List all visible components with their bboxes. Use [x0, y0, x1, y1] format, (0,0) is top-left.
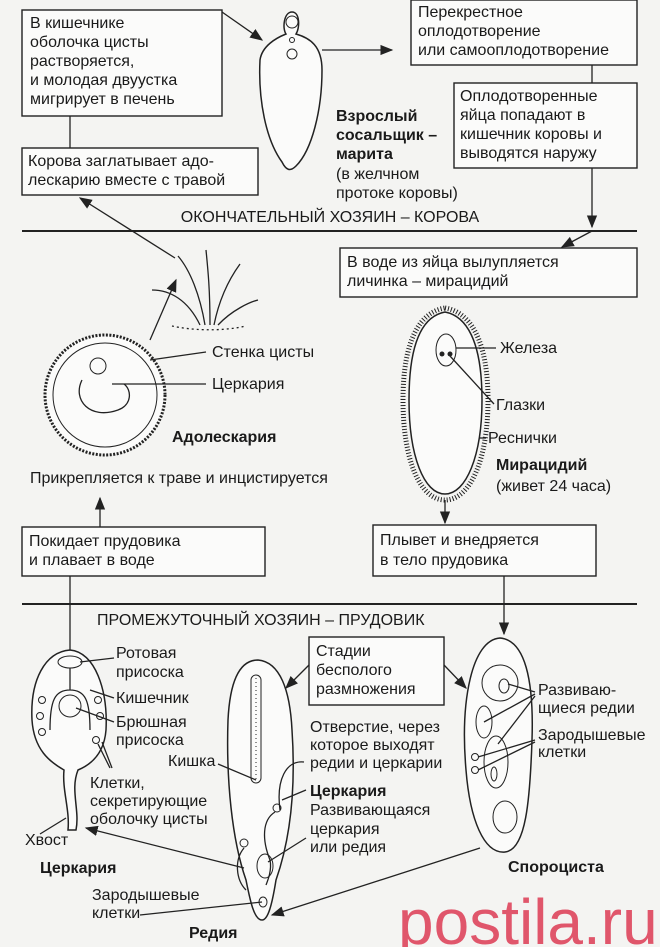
text-line: В воде из яйца вылупляется [347, 254, 559, 271]
label-developing-rediae: щиеся редии [538, 700, 635, 717]
text-line: мигрирует в печень [30, 91, 175, 108]
text-line: бесполого [316, 662, 392, 679]
text-line: лескарию вместе с травой [28, 172, 225, 189]
label-sporocyst-germ-cells: клетки [538, 744, 586, 761]
marita-label: Взрослый сосальщик – марита (в желчном п… [336, 108, 458, 202]
cercaria-leaders [39, 657, 115, 835]
text-line: оплодотворение [418, 23, 541, 40]
redia-leaders [139, 761, 307, 916]
text-line: яйца попадают в [460, 107, 585, 124]
arrow [560, 230, 593, 248]
leader [149, 351, 207, 361]
label-opening: которое выходят [310, 737, 435, 754]
label-gland: Железа [500, 340, 557, 357]
text-line: В кишечнике [30, 15, 125, 32]
box-leaves-snail: Покидает прудовика и плавает в воде [21, 526, 266, 577]
label-opening: редии и церкарии [310, 755, 442, 772]
label-attach: Прикрепляется к траве и инцистируется [30, 470, 328, 487]
arrow [78, 197, 176, 259]
text-line: выводятся наружу [460, 145, 597, 162]
marita-drawing [258, 11, 323, 171]
text-line: Оплодотворенные [460, 88, 598, 105]
label-sporocyst-title: Спороциста [508, 859, 604, 876]
text-line: Взрослый [336, 108, 417, 125]
box-hatch: В воде из яйца вылупляется личинка – мир… [339, 247, 638, 298]
label-developing: или редия [310, 839, 386, 856]
box-intestine: В кишечнике оболочка цисты растворяется,… [21, 9, 223, 117]
text-line: Покидает прудовика [29, 533, 181, 550]
redia-drawing [226, 659, 294, 921]
text-line: Корова заглатывает адо- [28, 153, 214, 170]
label-cyst-cells: Клетки, [90, 775, 145, 792]
text-line: Плывет и внедряется [380, 532, 539, 549]
label-intestine: Кишечник [116, 690, 190, 707]
label-germ-cells: Зародышевые [92, 887, 200, 904]
label-miracidium: Мирацидий [496, 457, 587, 474]
label-miracidium-note: (живет 24 часа) [496, 478, 611, 495]
label-adolescaria: Адолескария [172, 429, 276, 446]
label-eyes: Глазки [496, 397, 545, 414]
label-tail: Хвост [25, 832, 69, 849]
box-eggs: Оплодотворенные яйца попадают в кишечник… [453, 82, 638, 169]
sporocyst-leaders [477, 683, 536, 771]
label-ventral-sucker: Брюшная [116, 714, 187, 731]
box-cow-swallows: Корова заглатывает адо- лескарию вместе … [21, 147, 259, 196]
label-germ-cells: клетки [92, 905, 140, 922]
sporocyst-drawing [463, 637, 534, 853]
text-line: оболочка цисты [30, 34, 149, 51]
label-developing: церкария [310, 821, 380, 838]
box-swims: Плывет и внедряется в тело прудовика [372, 524, 597, 577]
text-line: сосальщик – [336, 127, 437, 144]
label-gut: Кишка [168, 753, 215, 770]
adolescaria-drawing [43, 333, 167, 457]
text-line: в тело прудовика [380, 552, 508, 569]
label-cercaria: Церкария [212, 376, 284, 393]
text-line: (в желчном [336, 166, 419, 183]
arrow [221, 11, 264, 41]
miracidium-drawing [400, 305, 491, 503]
arrow [285, 664, 310, 689]
text-line: или самооплодотворение [418, 42, 609, 59]
label-cercaria-title: Церкария [40, 860, 116, 877]
cercaria-drawing [31, 649, 107, 831]
text-line: Стадии [316, 643, 371, 660]
text-line: марита [336, 146, 393, 163]
label-cyst-wall: Стенка цисты [212, 344, 314, 361]
text-line: и плавает в воде [29, 552, 155, 569]
box-asexual-stages: Стадии бесполого размножения [308, 636, 445, 706]
label-developing-rediae: Развиваю- [538, 682, 616, 699]
label-cilia: Реснички [488, 430, 557, 447]
text-line: протоке коровы) [336, 185, 458, 202]
text-line: размножения [316, 681, 416, 698]
label-developing: Развивающаяся [310, 802, 430, 819]
arrow [149, 278, 177, 341]
label-oral-sucker: Ротовая [116, 645, 176, 662]
watermark: postila.ru [398, 886, 658, 947]
label-redia-cercaria: Церкария [310, 783, 386, 800]
section-intermediate-host: ПРОМЕЖУТОЧНЫЙ ХОЗЯИН – ПРУДОВИК [97, 610, 425, 629]
box-fertilization: Перекрестное оплодотворение или самоопло… [410, 0, 638, 66]
label-ventral-sucker: присоска [116, 732, 184, 749]
label-opening: Отверстие, через [310, 719, 440, 736]
label-redia-title: Редия [189, 925, 238, 942]
label-cyst-cells: секретирующие [90, 793, 207, 810]
arrow [84, 825, 245, 869]
text-line: личинка – мирацидий [347, 273, 508, 290]
text-line: растворяется, [30, 53, 134, 70]
leader [449, 355, 495, 405]
label-sporocyst-germ-cells: Зародышевые [538, 727, 646, 744]
grass-drawing [151, 249, 259, 331]
arrow [270, 847, 481, 917]
text-line: и молодая двуустка [30, 72, 177, 89]
arrow [443, 664, 467, 689]
label-oral-sucker: присоска [116, 664, 184, 681]
text-line: Перекрестное [418, 4, 523, 21]
text-line: кишечник коровы и [460, 126, 602, 143]
label-cyst-cells: оболочку цисты [90, 811, 208, 828]
section-definitive-host: ОКОНЧАТЕЛЬНЫЙ ХОЗЯИН – КОРОВА [181, 207, 480, 226]
